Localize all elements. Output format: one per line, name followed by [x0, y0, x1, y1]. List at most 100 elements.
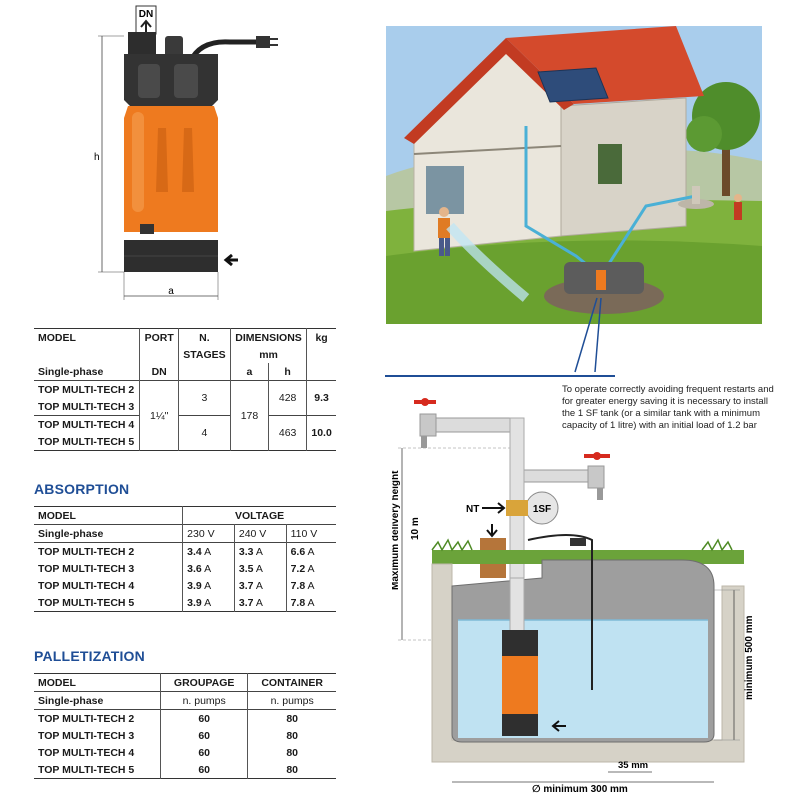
header-port: PORT	[139, 328, 179, 346]
table-row: TOP MULTI-TECH 5 3.9 A 3.7 A 7.8 A	[34, 594, 336, 612]
pal-container: 80	[247, 727, 336, 744]
min-300-label: ∅ minimum 300 mm	[532, 784, 628, 795]
min-500-label: minimum 500 mm	[744, 615, 755, 700]
pal-header-container: CONTAINER	[247, 673, 336, 692]
pal-header-groupage: GROUPAGE	[159, 673, 248, 692]
mm35-label: 35 mm	[618, 760, 648, 771]
pal-model: TOP MULTI-TECH 3	[38, 729, 135, 742]
abs-unit: A	[255, 562, 263, 575]
spec-table: MODEL PORT N. DIMENSIONS kg STAGES mm Si…	[34, 328, 336, 451]
header-dimensions: DIMENSIONS	[229, 328, 307, 346]
pal-groupage: 60	[159, 761, 248, 779]
header-model: MODEL	[38, 331, 76, 344]
abs-value: 3.5	[238, 562, 254, 575]
pal-sub-groupage-unit: n. pumps	[159, 691, 248, 710]
pal-groupage: 60	[159, 709, 248, 727]
spec-kg-93: 9.3	[306, 380, 336, 416]
table-row: TOP MULTI-TECH 4 3.9 A 3.7 A 7.8 A	[34, 577, 336, 594]
abs-unit: A	[204, 562, 212, 575]
tank-label: 1SF	[533, 504, 551, 515]
sub-dn: DN	[139, 363, 179, 381]
pal-container: 80	[247, 744, 336, 761]
spec-a: 178	[229, 380, 269, 451]
spec-model-2: TOP MULTI-TECH 2	[38, 383, 135, 396]
ten-m-label: 10 m	[410, 517, 421, 540]
sub-single-phase: Single-phase	[38, 365, 104, 378]
dn-label: DN	[139, 9, 153, 20]
pal-groupage: 60	[159, 727, 248, 744]
spec-h-463: 463	[268, 415, 307, 451]
arrow-left-icon	[223, 253, 238, 267]
abs-unit: A	[307, 545, 315, 558]
abs-header-voltage: VOLTAGE	[182, 506, 336, 525]
abs-v-240: 240 V	[233, 524, 287, 543]
abs-value: 3.9	[187, 579, 202, 592]
abs-unit: A	[307, 596, 315, 609]
abs-v-110: 110 V	[285, 524, 336, 543]
abs-model: TOP MULTI-TECH 5	[38, 596, 135, 609]
abs-value: 7.8	[290, 596, 306, 609]
abs-unit: A	[204, 579, 212, 592]
abs-v-230: 230 V	[182, 524, 235, 543]
installation-note: To operate correctly avoiding frequent r…	[562, 384, 774, 431]
absorption-title: ABSORPTION	[34, 481, 130, 497]
abs-sub-single-phase: Single-phase	[38, 527, 104, 540]
arrow-right-icon	[482, 502, 506, 514]
nt-label: NT	[466, 504, 479, 515]
abs-value: 3.4	[187, 545, 202, 558]
pal-header-model: MODEL	[38, 676, 76, 689]
spec-h-428: 428	[268, 380, 307, 416]
a-label: a	[168, 286, 174, 297]
abs-value: 3.7	[238, 596, 254, 609]
spec-stages-3: 3	[177, 380, 231, 416]
palletization-table: MODEL GROUPAGE CONTAINER Single-phase n.…	[34, 673, 336, 779]
spec-model-5: TOP MULTI-TECH 5	[38, 435, 135, 448]
table-row: TOP MULTI-TECH 3 3.6 A 3.5 A 7.2 A	[34, 560, 336, 577]
abs-value: 7.2	[290, 562, 306, 575]
header-stages-2: STAGES	[177, 346, 231, 363]
header-kg: kg	[306, 328, 336, 346]
spec-kg-100: 10.0	[306, 415, 336, 451]
max-delivery-height-label: Maximum delivery height	[392, 470, 401, 590]
pal-model: TOP MULTI-TECH 2	[38, 712, 135, 725]
abs-model: TOP MULTI-TECH 2	[38, 545, 135, 558]
abs-unit: A	[255, 579, 263, 592]
spec-model-3: TOP MULTI-TECH 3	[38, 400, 135, 413]
abs-value: 7.8	[290, 579, 306, 592]
pal-model: TOP MULTI-TECH 4	[38, 746, 135, 759]
abs-value: 3.7	[238, 579, 254, 592]
pal-container: 80	[247, 709, 336, 727]
abs-value: 3.9	[187, 596, 202, 609]
table-row: TOP MULTI-TECH 2 60 80	[34, 709, 336, 727]
abs-unit: A	[307, 562, 315, 575]
abs-value: 3.6	[187, 562, 202, 575]
sub-a: a	[229, 363, 269, 381]
palletization-title: PALLETIZATION	[34, 648, 145, 664]
pal-sub-single-phase: Single-phase	[38, 694, 104, 707]
absorption-table: MODEL VOLTAGE Single-phase 230 V 240 V 1…	[34, 506, 336, 612]
sub-h: h	[268, 363, 307, 381]
house-illustration	[386, 26, 762, 324]
abs-value: 6.6	[290, 545, 306, 558]
header-mm: mm	[229, 346, 307, 363]
arrow-up-icon	[140, 19, 152, 33]
installation-diagram: Maximum delivery height 10 m 1SF NT mini…	[392, 398, 755, 795]
spec-stages-4: 4	[177, 415, 231, 451]
pal-model: TOP MULTI-TECH 5	[38, 763, 135, 776]
abs-model: TOP MULTI-TECH 4	[38, 579, 135, 592]
arrow-down-icon	[486, 524, 498, 538]
pump-dimension-diagram: DN h a	[94, 5, 278, 300]
table-row: TOP MULTI-TECH 5 60 80	[34, 761, 336, 779]
arrow-left-icon	[551, 720, 566, 732]
table-row: TOP MULTI-TECH 2 3.4 A 3.3 A 6.6 A	[34, 542, 336, 560]
abs-value: 3.3	[238, 545, 254, 558]
pal-container: 80	[247, 761, 336, 779]
abs-unit: A	[255, 596, 263, 609]
abs-header-model: MODEL	[38, 509, 76, 522]
spec-model-4: TOP MULTI-TECH 4	[38, 418, 135, 431]
abs-unit: A	[307, 579, 315, 592]
table-row: TOP MULTI-TECH 3 60 80	[34, 727, 336, 744]
abs-model: TOP MULTI-TECH 3	[38, 562, 135, 575]
pal-groupage: 60	[159, 744, 248, 761]
abs-unit: A	[255, 545, 263, 558]
